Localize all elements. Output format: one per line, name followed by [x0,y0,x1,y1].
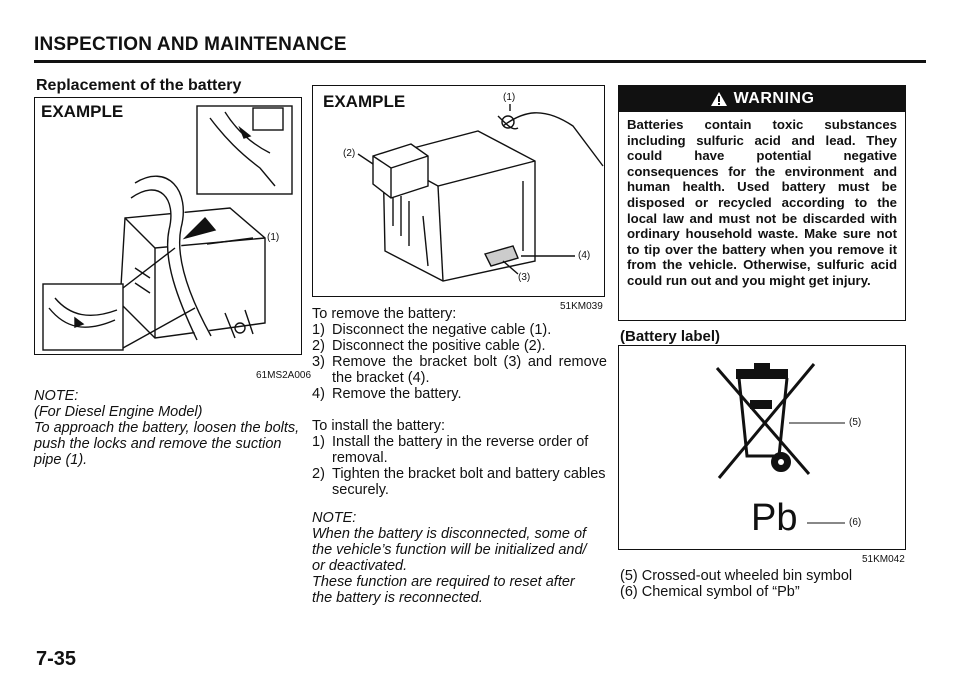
warning-box: WARNING Batteries contain toxic substanc… [618,85,906,321]
note-line: the battery is reconnected. [312,590,483,606]
note-line: (For Diesel Engine Model) [34,404,203,420]
note-title: NOTE: [312,510,357,526]
callout-4: (4) [578,250,591,261]
pb-symbol: Pb [751,497,798,539]
remove-step: 1)Disconnect the negative cable (1). [312,322,552,338]
figure-battery-cables: EXAMPLE (1) (2) (4) (3) [312,85,605,297]
figure-code: 51KM039 [560,301,603,312]
warning-title: WARNING [733,90,815,107]
install-step: 2)Tighten the bracket bolt and battery c… [312,466,606,498]
subheading: Replacement of the battery [36,77,242,94]
note-reset: NOTE: When the battery is disconnected, … [312,510,612,606]
page-number: 7-35 [36,648,77,670]
note-line: push the locks and remove the suction [34,436,282,452]
callout-5: (5) [849,417,862,428]
note-line: When the battery is disconnected, some o… [312,526,587,542]
suction-pipe-illustration [42,105,293,351]
remove-step: 4)Remove the battery. [312,386,462,402]
remove-step: 3)Remove the bracket bolt (3) and remove… [312,354,607,386]
warning-text: Batteries contain toxic substances inclu… [627,117,897,288]
figure-label: EXAMPLE [41,102,124,121]
figure-code: 51KM042 [862,554,905,565]
figure-label: EXAMPLE [323,92,406,111]
battery-label-heading: (Battery label) [620,328,721,345]
callout-2: (2) [343,148,356,159]
warning-header: WARNING [619,86,905,112]
label-legend: (5) Crossed-out wheeled bin symbol (6) C… [620,568,910,600]
note-line: To approach the battery, loosen the bolt… [34,420,300,436]
remove-step: 2)Disconnect the positive cable (2). [312,338,546,354]
note-title: NOTE: [34,388,79,404]
note-line: the vehicle’s function will be initializ… [312,542,587,558]
section-title: INSPECTION AND MAINTENANCE [34,34,347,55]
battery-label-figure: Pb (5) (6) [618,345,906,550]
remove-intro: To remove the battery: [312,306,457,322]
remove-procedure: To remove the battery: 1)Disconnect the … [312,306,607,402]
crossed-out-bin-icon [715,363,845,524]
legend-item: (6) Chemical symbol of “Pb” [620,584,800,600]
warning-triangle-icon [710,92,727,106]
header-rule [34,60,926,63]
note-diesel: NOTE: (For Diesel Engine Model) To appro… [34,388,304,468]
callout-3: (3) [518,272,531,283]
install-intro: To install the battery: [312,418,445,434]
callout-6: (6) [849,517,862,528]
install-procedure: To install the battery: 1)Install the ba… [312,418,607,498]
figure-suction-pipe: EXAMPLE [34,97,302,355]
note-line: pipe (1). [34,452,88,468]
legend-item: (5) Crossed-out wheeled bin symbol [620,568,853,584]
figure-code: 61MS2A006 [256,370,312,381]
battery-illustration [357,104,604,282]
callout-1: (1) [267,232,280,243]
install-step: 1)Install the battery in the reverse ord… [312,434,589,466]
callout-1: (1) [503,92,516,103]
note-line: or deactivated. [312,558,408,574]
note-line: These function are required to reset aft… [312,574,575,590]
